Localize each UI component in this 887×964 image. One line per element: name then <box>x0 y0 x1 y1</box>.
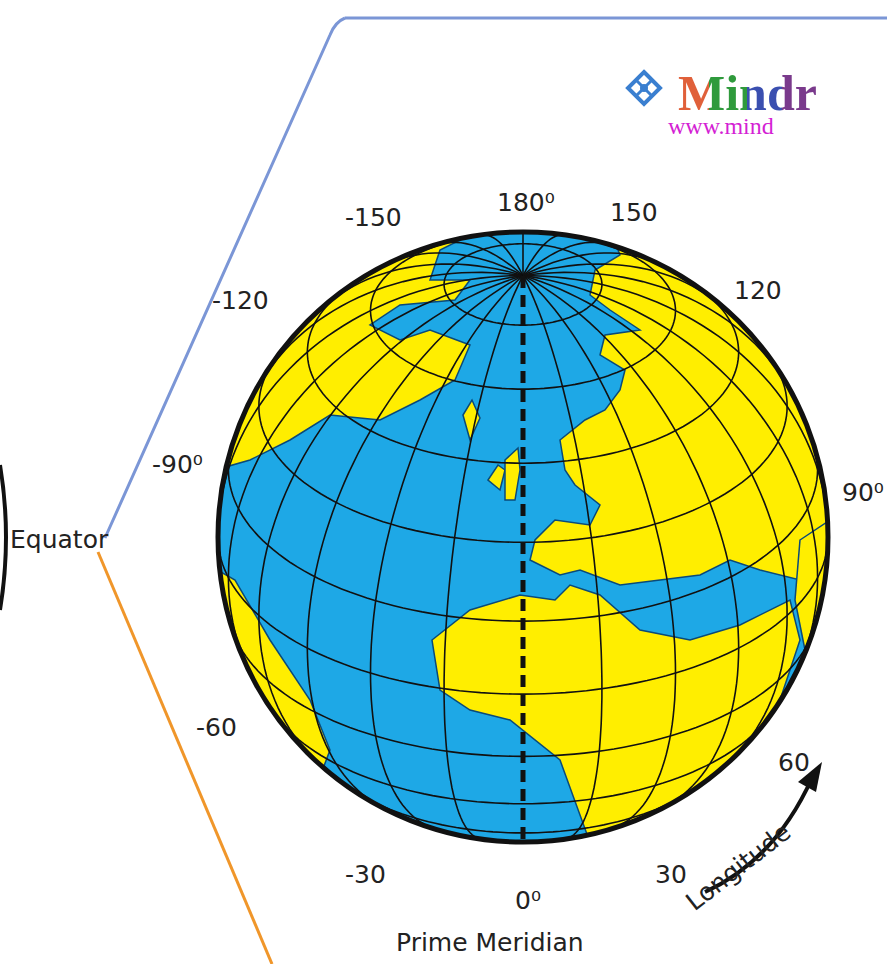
meridian-label: Prime Meridian <box>396 930 584 955</box>
grid-line <box>523 276 676 829</box>
grid-line <box>371 232 676 389</box>
equator-label: Equator <box>10 527 108 552</box>
longitude-label: -150 <box>345 205 402 230</box>
grid-line <box>523 235 563 276</box>
longitude-label: 180⁰ <box>497 190 555 215</box>
longitude-label: -30 <box>345 862 386 887</box>
globe-outline <box>218 232 828 842</box>
prime-meridian-line <box>521 276 526 842</box>
logo-icon <box>628 72 660 104</box>
longitude-label: 90⁰ <box>842 480 884 505</box>
grid-line <box>218 537 828 694</box>
frame-line <box>345 17 887 20</box>
longitude-label: 30 <box>655 862 687 887</box>
land <box>200 200 887 870</box>
longitude-label: 120 <box>734 278 782 303</box>
globe-edge <box>0 465 6 610</box>
watermark-logo: Mindr <box>678 68 817 118</box>
watermark-url: www.mind <box>668 114 774 138</box>
grid-line <box>523 276 818 673</box>
longitude-label: -120 <box>212 288 269 313</box>
grid-line <box>522 232 524 276</box>
longitude-label: -60 <box>196 715 237 740</box>
longitude-caption: Longitude <box>682 819 795 915</box>
grid-line <box>259 276 523 760</box>
longitude-label: 150 <box>610 200 658 225</box>
longitude-label: 0⁰ <box>515 888 541 913</box>
longitude-label: 60 <box>778 750 810 775</box>
longitude-label: -90⁰ <box>152 452 203 477</box>
grid-line <box>523 242 608 275</box>
grid-line <box>523 276 787 760</box>
grid-line <box>228 276 523 673</box>
